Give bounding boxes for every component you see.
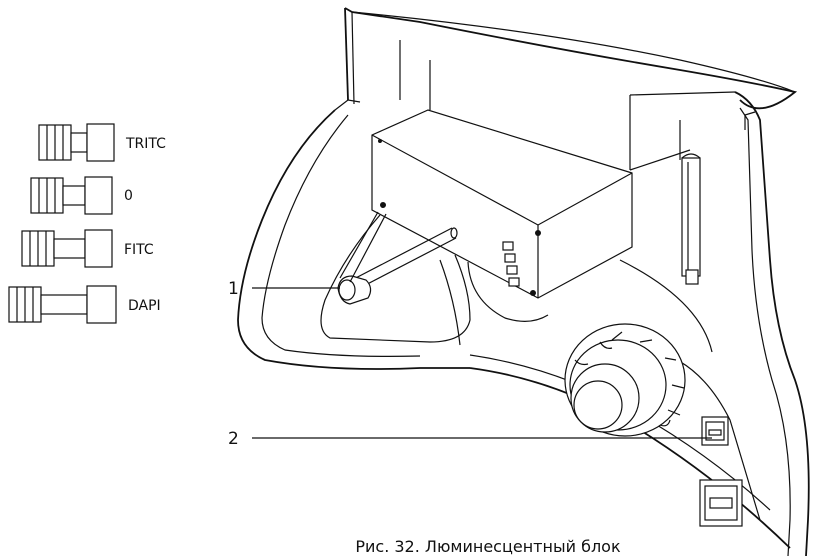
filter-legend: TRITC 0 FITC D — [8, 123, 166, 324]
callout-2: 2 — [228, 429, 712, 449]
filter-slider-icon-tritc — [38, 123, 115, 162]
focus-knob — [564, 323, 686, 437]
filter-slider-icon-zero — [30, 176, 113, 215]
microscope-body — [237, 7, 810, 556]
callout-number-2: 2 — [228, 429, 239, 449]
filter-label-tritc: TRITC — [125, 136, 166, 152]
filter-slider-icon-fitc — [21, 229, 113, 268]
power-switch — [701, 416, 729, 446]
filter-slider-rod — [337, 227, 458, 305]
figure-caption: Рис. 32. Люминесцентный блок — [355, 537, 621, 556]
callout-1: 1 — [228, 279, 340, 299]
filter-label-fitc: FITC — [124, 242, 154, 258]
filter-slider-icon-dapi — [8, 285, 117, 324]
filter-label-zero: 0 — [124, 188, 133, 204]
fluorescence-block — [371, 109, 633, 322]
mains-switch — [699, 479, 743, 527]
filter-label-dapi: DAPI — [128, 298, 161, 314]
callout-number-1: 1 — [228, 279, 239, 299]
